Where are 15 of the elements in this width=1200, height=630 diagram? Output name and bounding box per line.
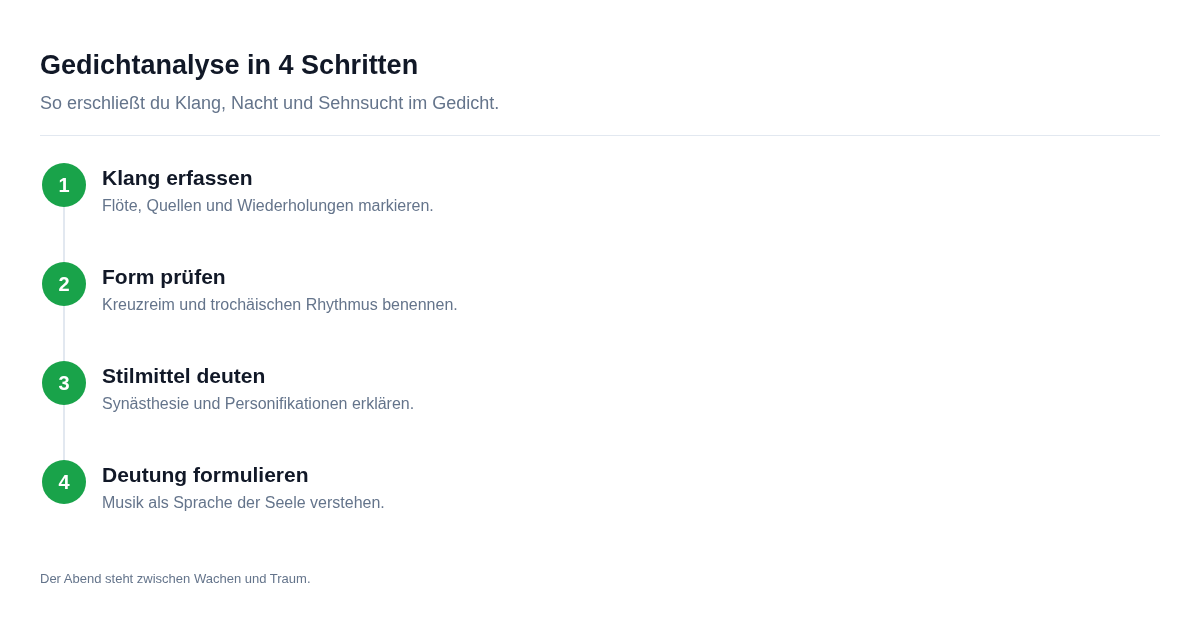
step-number-circle: 2 (42, 262, 86, 306)
subtitle: So erschließt du Klang, Nacht und Sehnsucht im Gedicht. (40, 93, 500, 114)
step-description: Flöte, Quellen und Wiederholungen markieren. (102, 197, 434, 215)
step-number-circle: 3 (42, 361, 86, 405)
step-description: Musik als Sprache der Seele verstehen. (102, 494, 385, 512)
step-number-circle: 4 (42, 460, 86, 504)
step-heading: Klang erfassen (102, 166, 253, 190)
step-heading: Form prüfen (102, 265, 226, 289)
step-heading: Stilmittel deuten (102, 364, 266, 388)
title: Gedichtanalyse in 4 Schritten (40, 50, 419, 81)
step-description: Kreuzreim und trochäischen Rhythmus benennen. (102, 296, 458, 314)
step-description: Synästhesie und Personifikationen erklären. (102, 395, 415, 413)
caption: Der Abend steht zwischen Wachen und Traum. (40, 571, 311, 586)
step-heading: Deutung formulieren (102, 463, 309, 487)
step-number-circle: 1 (42, 163, 86, 207)
